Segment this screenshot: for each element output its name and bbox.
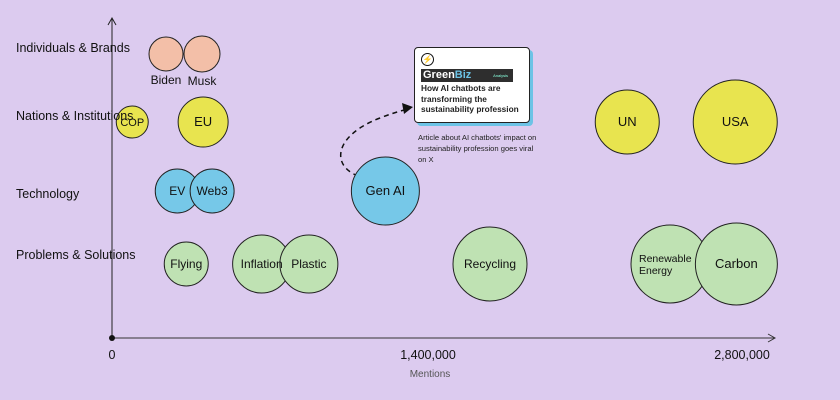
bubble-label-usa: USA	[722, 114, 749, 129]
x-tick-label: 0	[108, 348, 116, 362]
bubble-flying	[163, 241, 209, 287]
bubble-label-musk: Musk	[188, 74, 218, 88]
bubble-label-carbon: Carbon	[715, 256, 758, 271]
bubble-carbon	[694, 222, 778, 306]
bubble-label-renewable-energy: Renewable	[639, 253, 692, 265]
bubble-musk	[183, 35, 221, 73]
origin-dot	[109, 335, 115, 341]
bubble-label-renewable-energy: Energy	[639, 265, 673, 277]
bubble-label-ev: EV	[169, 184, 185, 198]
x-tick-label: 2,800,000	[714, 348, 770, 362]
bubble-label-gen-ai: Gen AI	[366, 183, 406, 198]
bubble-label-plastic: Plastic	[291, 257, 326, 271]
annotation-arrow	[340, 108, 409, 177]
bubble-usa	[692, 79, 778, 165]
category-label-nations: Nations & Institutions	[16, 109, 134, 123]
article-headline: How AI chatbots are transforming the sus…	[421, 83, 519, 114]
bubble-un	[594, 89, 660, 155]
bubble-label-inflation: Inflation	[241, 257, 283, 271]
bubble-cop	[115, 105, 149, 139]
bubble-label-biden: Biden	[151, 73, 182, 87]
annotation-arrowhead	[402, 103, 413, 114]
category-label-technology: Technology	[16, 187, 80, 201]
category-label-problems: Problems & Solutions	[16, 248, 136, 262]
y-axis-arrow	[107, 16, 117, 26]
bubble-label-flying: Flying	[170, 257, 202, 271]
bubble-label-un: UN	[618, 114, 637, 129]
x-axis-label: Mentions	[409, 369, 451, 380]
bubble-eu	[177, 96, 229, 148]
x-axis-arrow	[767, 333, 777, 343]
lightning-bolt-icon: ⚡	[421, 53, 434, 66]
bubble-web3	[189, 168, 235, 214]
annotation-text: Article about AI chatbots' impact on sus…	[418, 133, 537, 164]
bubble-label-eu: EU	[194, 114, 212, 129]
bubble-biden	[148, 36, 184, 72]
bubble-gen-ai	[350, 156, 420, 226]
bubble-label-web3: Web3	[197, 184, 228, 198]
bubble-label-recycling: Recycling	[464, 257, 516, 271]
bubble-plastic	[279, 234, 339, 294]
x-tick-label: 1,400,000	[400, 348, 456, 362]
bubble-label-cop: COP	[120, 117, 144, 129]
category-label-individuals: Individuals & Brands	[16, 41, 130, 55]
bubble-recycling	[452, 226, 528, 302]
